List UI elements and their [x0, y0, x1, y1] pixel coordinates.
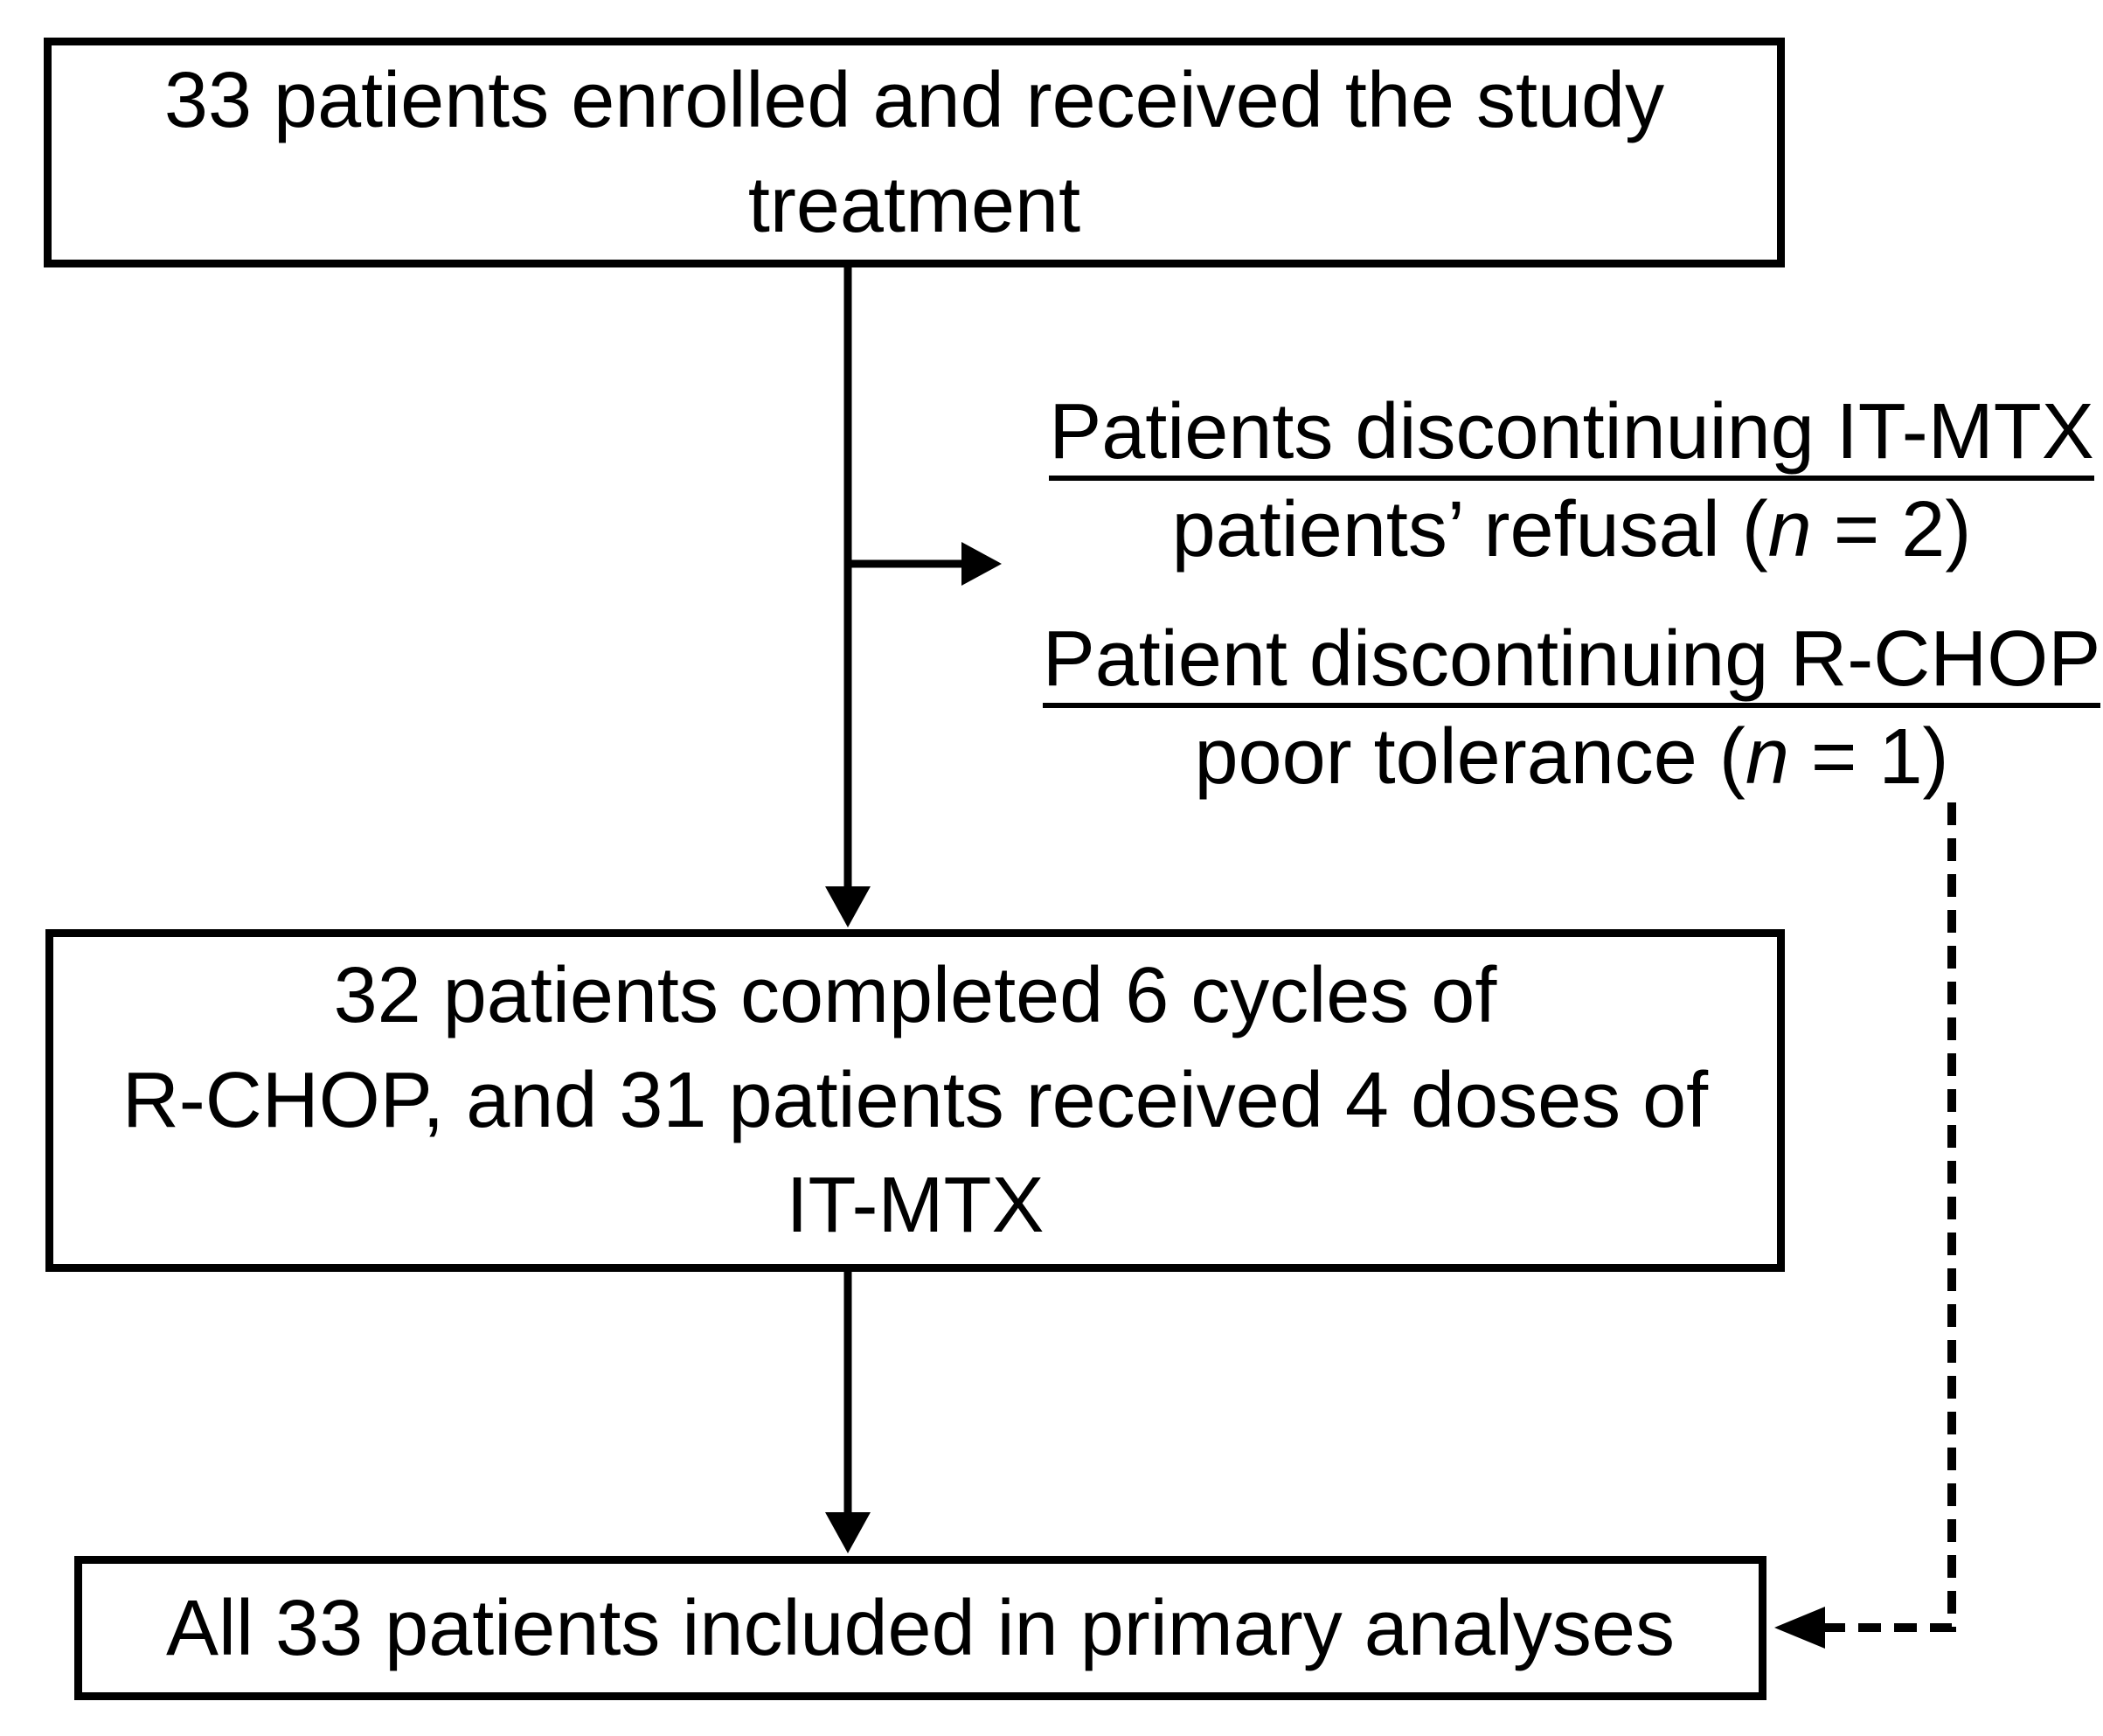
- box-enrolled-line2: treatment: [747, 161, 1081, 249]
- annotation-discontinued-rchop: Patient discontinuing R-CHOP poor tolera…: [1023, 610, 2103, 806]
- annotation-rchop-detail-pre: poor tolerance (: [1194, 713, 1746, 802]
- annotation-rchop-heading: Patient discontinuing R-CHOP: [1023, 610, 2103, 709]
- annotation-itmtx-detail: patients’ refusal (n = 2): [1023, 481, 2103, 579]
- box-completed-line3: IT-MTX: [786, 1162, 1045, 1249]
- box-analyzed-line1: All 33 patients included in primary anal…: [166, 1584, 1675, 1672]
- annotation-itmtx-detail-post: = 2): [1811, 486, 1972, 574]
- dashed-connector-discontinued-to-analyzed: [1774, 802, 1956, 1649]
- box-analyzed: All 33 patients included in primary anal…: [74, 1556, 1766, 1700]
- box-enrolled-line1: 33 patients enrolled and received the st…: [163, 56, 1665, 144]
- box-completed-line2: R-CHOP, and 31 patients received 4 doses…: [121, 1057, 1709, 1144]
- annotation-rchop-detail-var: n: [1745, 713, 1789, 802]
- annotation-rchop-detail-post: = 1): [1788, 713, 1949, 802]
- annotation-rchop-detail: poor tolerance (n = 1): [1023, 708, 2103, 806]
- annotation-discontinued-itmtx: Patients discontinuing IT-MTX patients’ …: [1023, 383, 2103, 579]
- annotation-itmtx-heading-text: Patients discontinuing IT-MTX: [1049, 390, 2094, 482]
- box-enrolled: 33 patients enrolled and received the st…: [44, 38, 1785, 267]
- box-completed-line1: 32 patients completed 6 cycles of: [333, 952, 1497, 1039]
- box-completed: 32 patients completed 6 cycles of R-CHOP…: [45, 929, 1785, 1272]
- annotation-rchop-heading-text: Patient discontinuing R-CHOP: [1042, 617, 2101, 709]
- arrow-enrolled-to-completed: [825, 264, 871, 927]
- annotation-itmtx-detail-pre: patients’ refusal (: [1171, 486, 1768, 574]
- annotation-itmtx-detail-var: n: [1767, 486, 1812, 574]
- arrow-completed-to-analyzed: [825, 1268, 871, 1553]
- arrow-branch-discontinued: [848, 542, 1002, 586]
- annotation-itmtx-heading: Patients discontinuing IT-MTX: [1023, 383, 2103, 482]
